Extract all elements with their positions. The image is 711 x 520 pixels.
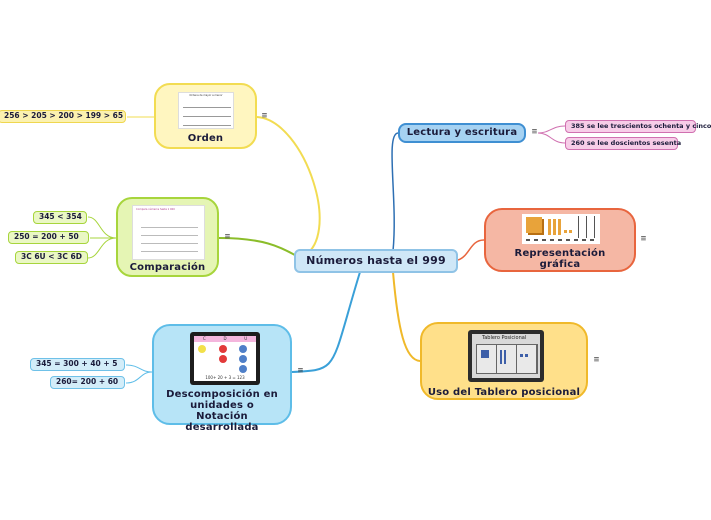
tablero-menu-icon[interactable]: ≡: [593, 355, 600, 365]
branch-representacion: [457, 239, 485, 261]
central-topic[interactable]: Números hasta el 999: [294, 249, 458, 273]
descomposicion-leaf-1[interactable]: 345 = 300 + 40 + 5: [30, 358, 125, 371]
descomposicion-menu-icon[interactable]: ≡: [297, 366, 304, 376]
lectura-leaf-1[interactable]: 385 se lee trescientos ochenta y cinco: [565, 120, 711, 133]
orden-image: Ordena de mayor a menor: [178, 92, 234, 129]
descomposicion-image-caption: 100+ 20 + 3 = 123: [205, 375, 245, 380]
descomposicion-label: Descomposición en unidades o Notación de…: [166, 389, 278, 433]
lectura-leaf-2[interactable]: 260 se lee doscientos sesenta: [565, 137, 681, 150]
descomposicion-header-u: U: [235, 336, 257, 342]
topic-comparacion[interactable]: Compara números hasta 1 000 Comparación: [116, 197, 219, 277]
orden-leaf[interactable]: 256 > 205 > 200 > 199 > 65: [0, 110, 126, 123]
orden-menu-icon[interactable]: ≡: [261, 111, 268, 121]
branch-lectura: [391, 132, 399, 252]
branch-descomposicion: [291, 271, 361, 373]
orden-label: Orden: [187, 133, 224, 144]
tablero-image: Tablero Posicional: [468, 330, 544, 382]
branch-tablero: [392, 271, 421, 362]
descomposicion-header-d: D: [214, 336, 236, 342]
orden-image-title: Ordena de mayor a menor: [189, 94, 223, 97]
comparacion-leaf-2[interactable]: 250 = 200 + 50: [8, 231, 89, 244]
descomposicion-leaf-2[interactable]: 260= 200 + 60: [50, 376, 125, 389]
topic-lectura[interactable]: Lectura y escritura: [398, 123, 526, 143]
representacion-menu-icon[interactable]: ≡: [640, 234, 647, 244]
topic-tablero[interactable]: Tablero Posicional Uso del Tablero posic…: [420, 322, 588, 400]
branch-orden: [256, 116, 321, 259]
descomposicion-image: C D U 100+ 20 + 3 = 123: [190, 332, 260, 385]
topic-orden[interactable]: Ordena de mayor a menor Orden: [154, 83, 257, 149]
representacion-image: [522, 214, 600, 244]
link-comparacion-leaves: [87, 216, 117, 259]
lectura-label: Lectura y escritura: [406, 127, 518, 138]
comparacion-leaf-3[interactable]: 3C 6U < 3C 6D: [15, 251, 88, 264]
link-lectura-leaves: [537, 125, 566, 144]
central-topic-label: Números hasta el 999: [306, 254, 446, 267]
comparacion-image: Compara números hasta 1 000: [132, 205, 205, 260]
comparacion-leaf-1[interactable]: 345 < 354: [33, 211, 87, 224]
comparacion-image-title: Compara números hasta 1 000: [136, 208, 175, 211]
representacion-label: Representación gráfica: [514, 248, 606, 270]
descomposicion-header-c: C: [194, 336, 215, 342]
topic-descomposicion[interactable]: C D U 100+ 20 + 3 = 123 Descomposición e…: [152, 324, 292, 433]
topic-representacion[interactable]: Representación gráfica: [484, 208, 636, 272]
tablero-label: Uso del Tablero posicional: [427, 387, 581, 398]
tablero-image-title: Tablero Posicional: [482, 335, 527, 341]
lectura-menu-icon[interactable]: ≡: [531, 127, 538, 137]
comparacion-menu-icon[interactable]: ≡: [224, 232, 231, 242]
link-descomposicion-leaves: [125, 364, 153, 384]
comparacion-label: Comparación: [129, 262, 206, 273]
